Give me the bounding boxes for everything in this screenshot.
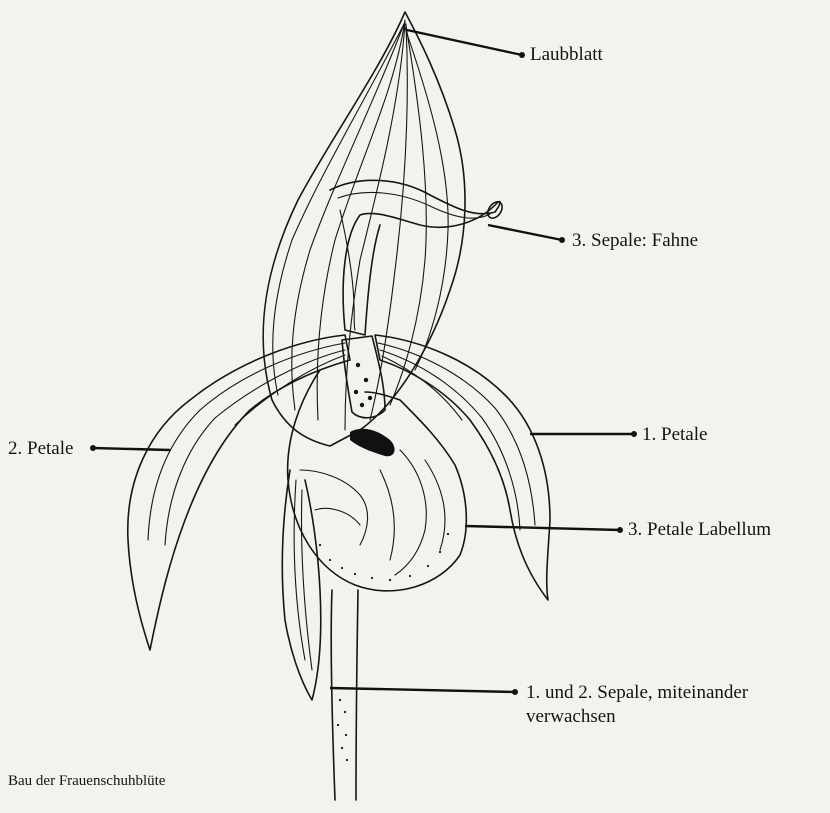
leader-lines [90,30,637,695]
lateral-sepals [282,470,320,700]
label-sepale-12-line1: 1. und 2. Sepale, miteinander [526,682,748,704]
label-labellum: 3. Petale Labellum [628,519,771,541]
label-petale-1: 1. Petale [642,424,707,446]
label-sepale-12-line2: verwachsen [526,706,616,728]
label-petale-2: 2. Petale [8,438,73,460]
label-sepale-fahne: 3. Sepale: Fahne [572,230,698,252]
leader-petale-2 [93,448,170,450]
label-laubblatt: Laubblatt [530,44,603,66]
labellum [288,370,467,591]
leader-sepale-12 [330,688,515,692]
leader-labellum [465,526,620,530]
leader-fahne [488,225,562,240]
figure-caption: Bau der Frauenschuhblüte [8,770,165,792]
stem [331,590,358,800]
